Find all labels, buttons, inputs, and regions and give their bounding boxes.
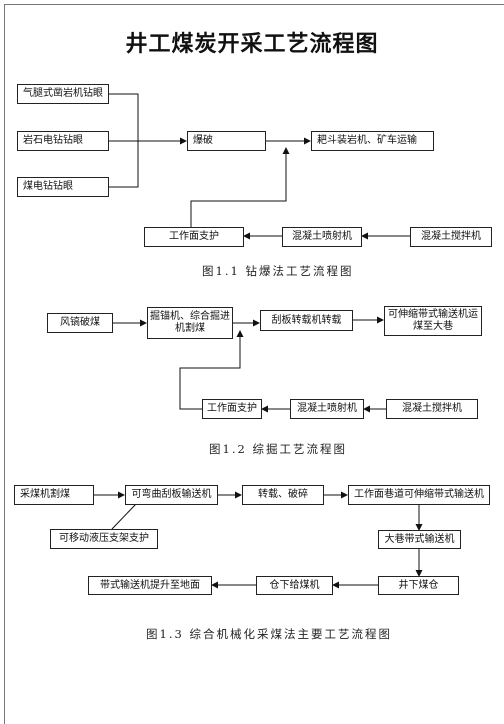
connector-d1-support-up — [190, 147, 290, 227]
connector-d3-scraper-hydraulic — [111, 503, 137, 530]
node-main-belt-conveyor: 大巷带式输送机 — [378, 530, 461, 549]
node-face-belt-conveyor: 工作面巷道可伸缩带式输送机 — [348, 485, 490, 505]
node-air-pick: 风镐破煤 — [47, 313, 113, 333]
connector-d1-drills — [109, 93, 139, 188]
connector-d2-support-up — [179, 330, 244, 410]
node-roadheader: 掘锚机、综合掘进机割煤 — [147, 307, 233, 339]
node-shotcrete-machine-1: 混凝土喷射机 — [282, 227, 362, 247]
page-title: 井工煤炭开采工艺流程图 — [125, 32, 379, 57]
node-transfer-crush: 转载、破碎 — [242, 485, 324, 505]
node-coal-electric-drill: 煤电钻钻眼 — [17, 177, 109, 197]
node-hydraulic-support: 可移动液压支架支护 — [50, 529, 158, 549]
node-face-support-2: 工作面支护 — [202, 399, 262, 419]
node-bunker-feeder: 仓下给煤机 — [256, 576, 333, 595]
node-shearer: 采煤机割煤 — [14, 485, 94, 505]
node-scraper-transfer: 刮板转载机转载 — [260, 310, 353, 331]
caption-figure-1-1: 图1.1 钻爆法工艺流程图 — [202, 264, 354, 278]
node-underground-bunker: 井下煤仓 — [378, 576, 459, 595]
node-rock-loader-transport: 耙斗装岩机、矿车运输 — [311, 131, 434, 151]
node-face-support-1: 工作面支护 — [144, 227, 244, 247]
node-concrete-mixer-2: 混凝土搅拌机 — [386, 399, 478, 419]
caption-figure-1-3: 图1.3 综合机械化采煤法主要工艺流程图 — [146, 627, 392, 641]
node-rock-electric-drill: 岩石电钻钻眼 — [17, 131, 109, 151]
node-pneumatic-drill: 气腿式凿岩机钻眼 — [17, 84, 109, 104]
caption-figure-1-2: 图1.2 综掘工艺流程图 — [209, 442, 347, 456]
node-belt-conveyor-roadway: 可伸缩带式输送机运煤至大巷 — [384, 306, 482, 336]
node-scraper-conveyor: 可弯曲刮板输送机 — [125, 485, 218, 505]
node-belt-hoist-to-surface: 带式输送机提升至地面 — [88, 576, 212, 595]
page-border — [4, 4, 504, 724]
node-concrete-mixer-1: 混凝土搅拌机 — [410, 227, 492, 247]
node-shotcrete-machine-2: 混凝土喷射机 — [290, 399, 364, 419]
node-blasting: 爆破 — [187, 131, 266, 151]
